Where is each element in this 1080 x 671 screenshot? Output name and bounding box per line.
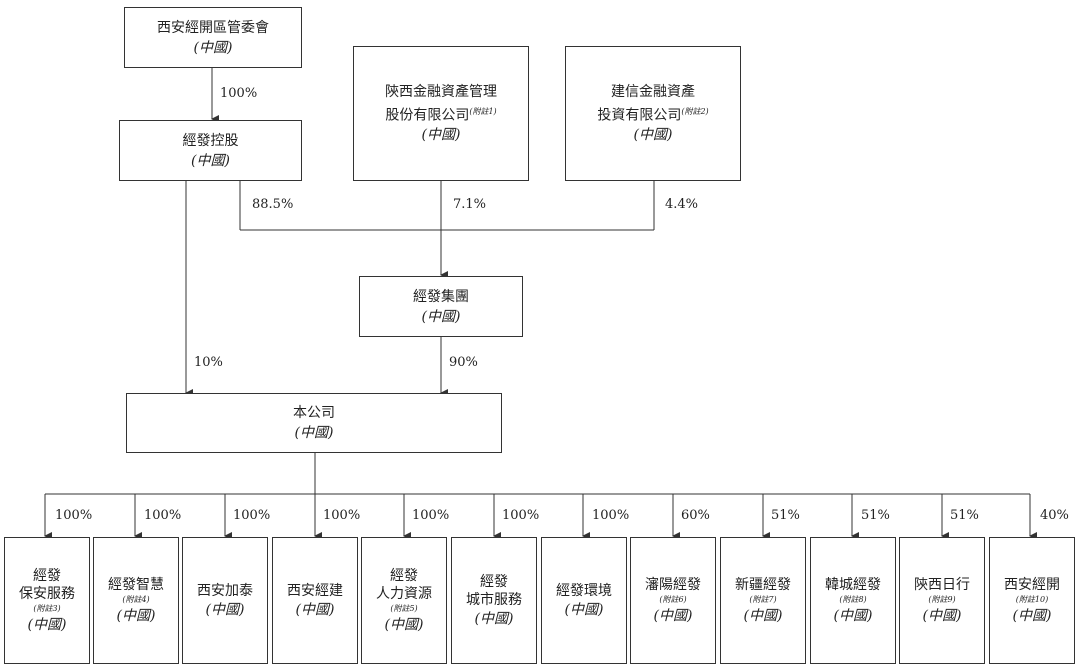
subsidiary-footnote: (附註3) — [33, 603, 61, 613]
pct-ccb-group: 4.4% — [665, 197, 699, 212]
entity-name: 西安經開區管委會 — [157, 19, 269, 36]
subsidiary-name: 經發 — [33, 567, 61, 584]
subsidiary-pct: 51% — [771, 508, 800, 523]
subsidiary-pct: 100% — [502, 508, 540, 523]
subsidiary-name: 西安經開 — [1004, 576, 1060, 593]
subsidiary-country: (中國) — [922, 607, 962, 624]
pct-holdings-company: 10% — [194, 355, 223, 370]
entity-name: 經發集團 — [413, 288, 469, 305]
subsidiary-box: 經發人力資源(附註5) (中國) — [361, 537, 447, 664]
entity-name-line2: 投資有限公司(附註2) — [597, 106, 709, 124]
entity-country: (中國) — [421, 308, 461, 325]
subsidiary-pct: 100% — [323, 508, 361, 523]
entity-country: (中國) — [193, 39, 233, 56]
subsidiary-country: (中國) — [653, 607, 693, 624]
subsidiary-box: 經發智慧(附註4) (中國) — [93, 537, 179, 664]
entity-shaanxi-financial: 陝西金融資產管理 股份有限公司(附註1) (中國) — [353, 46, 529, 181]
entity-name: 經發控股 — [182, 132, 239, 149]
subsidiary-name: 陝西日行 — [914, 576, 970, 593]
subsidiary-name: 人力資源 — [376, 585, 432, 602]
subsidiary-name: 城市服務 — [466, 591, 522, 608]
pct-committee-holdings: 100% — [220, 86, 258, 101]
subsidiary-box: 西安經建 (中國) — [272, 537, 358, 664]
subsidiary-pct: 100% — [233, 508, 271, 523]
subsidiary-country: (中國) — [743, 607, 783, 624]
entity-jingfa-holdings: 經發控股 (中國) — [119, 120, 302, 181]
subsidiary-footnote: (附註5) — [390, 603, 418, 613]
footnote-ref: (附註2) — [681, 106, 709, 116]
subsidiary-box: 經發保安服務(附註3) (中國) — [4, 537, 90, 664]
subsidiary-box: 陝西日行(附註9) (中國) — [899, 537, 985, 664]
subsidiary-pct: 100% — [55, 508, 93, 523]
subsidiary-country: (中國) — [1012, 607, 1052, 624]
subsidiary-name: 經發 — [390, 567, 418, 584]
subsidiary-footnote: (附註9) — [928, 594, 956, 604]
entity-name-line2: 股份有限公司(附註1) — [385, 106, 497, 124]
subsidiary-country: (中國) — [27, 616, 67, 633]
entity-country: (中國) — [421, 127, 461, 144]
footnote-ref: (附註1) — [469, 106, 497, 116]
pct-shaanxi-group: 7.1% — [453, 197, 487, 212]
subsidiary-box: 韓城經發(附註8) (中國) — [810, 537, 896, 664]
pct-holdings-group: 88.5% — [252, 197, 294, 212]
subsidiary-pct: 100% — [144, 508, 182, 523]
subsidiary-footnote: (附註4) — [122, 594, 150, 604]
subsidiary-pct: 100% — [592, 508, 630, 523]
subsidiary-pct: 60% — [681, 508, 710, 523]
subsidiary-box: 經發城市服務 (中國) — [451, 537, 537, 664]
subsidiary-name: 經發智慧 — [108, 576, 164, 593]
subsidiary-name: 新疆經發 — [735, 576, 791, 593]
entity-country: (中國) — [633, 127, 673, 144]
subsidiary-country: (中國) — [474, 610, 514, 627]
subsidiary-country: (中國) — [564, 601, 604, 618]
subsidiary-name: 經發環境 — [556, 582, 612, 599]
subsidiary-country: (中國) — [295, 601, 335, 618]
subsidiary-box: 經發環境 (中國) — [541, 537, 627, 664]
subsidiary-name: 西安加泰 — [197, 582, 253, 599]
subsidiary-pct: 100% — [412, 508, 450, 523]
subsidiary-box: 西安經開(附註10) (中國) — [989, 537, 1075, 664]
entity-country: (中國) — [191, 152, 230, 169]
subsidiary-box: 新疆經發(附註7) (中國) — [720, 537, 806, 664]
subsidiary-country: (中國) — [116, 607, 156, 624]
subsidiary-footnote: (附註10) — [1015, 594, 1049, 604]
entity-jingfa-group: 經發集團 (中國) — [359, 276, 523, 337]
entity-xa-committee: 西安經開區管委會 (中國) — [124, 7, 302, 68]
subsidiary-pct: 51% — [950, 508, 979, 523]
subsidiary-pct: 40% — [1040, 508, 1069, 523]
entity-name: 本公司 — [293, 405, 335, 421]
subsidiary-country: (中國) — [833, 607, 873, 624]
entity-country: (中國) — [294, 425, 334, 441]
subsidiary-name: 經發 — [480, 573, 508, 590]
subsidiary-footnote: (附註7) — [749, 594, 777, 604]
entity-company: 本公司 (中國) — [126, 393, 502, 453]
entity-name-line1: 建信金融資產 — [611, 83, 695, 100]
subsidiary-country: (中國) — [384, 616, 424, 633]
subsidiary-box: 瀋陽經發(附註6) (中國) — [630, 537, 716, 664]
subsidiary-footnote: (附註8) — [839, 594, 867, 604]
subsidiary-name: 瀋陽經發 — [645, 576, 701, 593]
subsidiary-pct: 51% — [861, 508, 890, 523]
pct-group-company: 90% — [449, 355, 478, 370]
entity-ccb-financial: 建信金融資產 投資有限公司(附註2) (中國) — [565, 46, 741, 181]
subsidiary-name: 保安服務 — [19, 585, 75, 602]
subsidiary-box: 西安加泰 (中國) — [182, 537, 268, 664]
subsidiary-footnote: (附註6) — [659, 594, 687, 604]
subsidiary-name: 西安經建 — [287, 582, 343, 599]
subsidiary-name: 韓城經發 — [825, 576, 881, 593]
entity-name-line1: 陝西金融資產管理 — [385, 83, 497, 100]
subsidiary-country: (中國) — [205, 601, 245, 618]
